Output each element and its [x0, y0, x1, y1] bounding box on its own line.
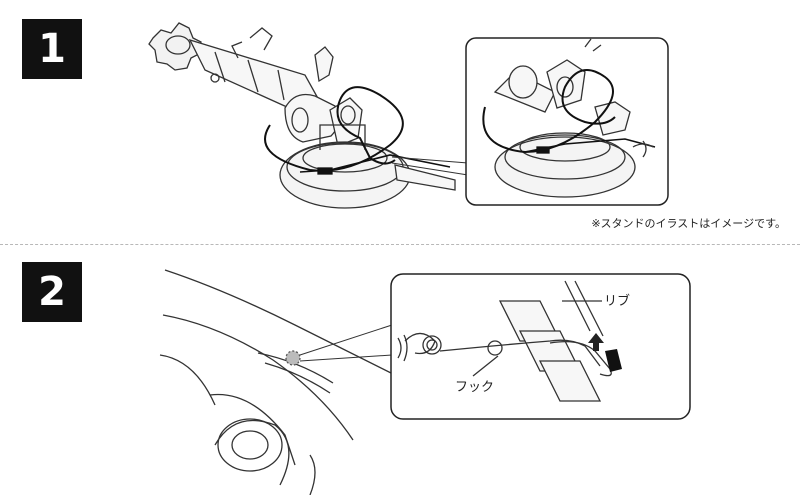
zoom-panel-2: リブ フック — [390, 273, 691, 420]
suction-stand-illustration — [148, 22, 469, 209]
hook-label: フック — [455, 380, 494, 395]
dashboard-illustration — [159, 269, 406, 495]
steering-wheel — [214, 419, 290, 486]
arrow-icon — [588, 333, 604, 351]
step-1-badge: 1 — [22, 19, 82, 79]
section-divider — [0, 244, 800, 245]
hook-position-marker — [285, 350, 301, 366]
wire-loop-zoom — [482, 68, 616, 154]
step-2-badge: 2 — [22, 262, 82, 322]
wire-loop — [264, 86, 404, 172]
ribs — [498, 280, 604, 402]
zoom-panel-1 — [465, 37, 669, 206]
rib-label: リブ — [604, 293, 630, 309]
stand-joint — [284, 93, 339, 143]
illustration-note: ※スタンドのイラストはイメージです。 — [591, 217, 786, 230]
adjust-knob — [148, 22, 202, 71]
